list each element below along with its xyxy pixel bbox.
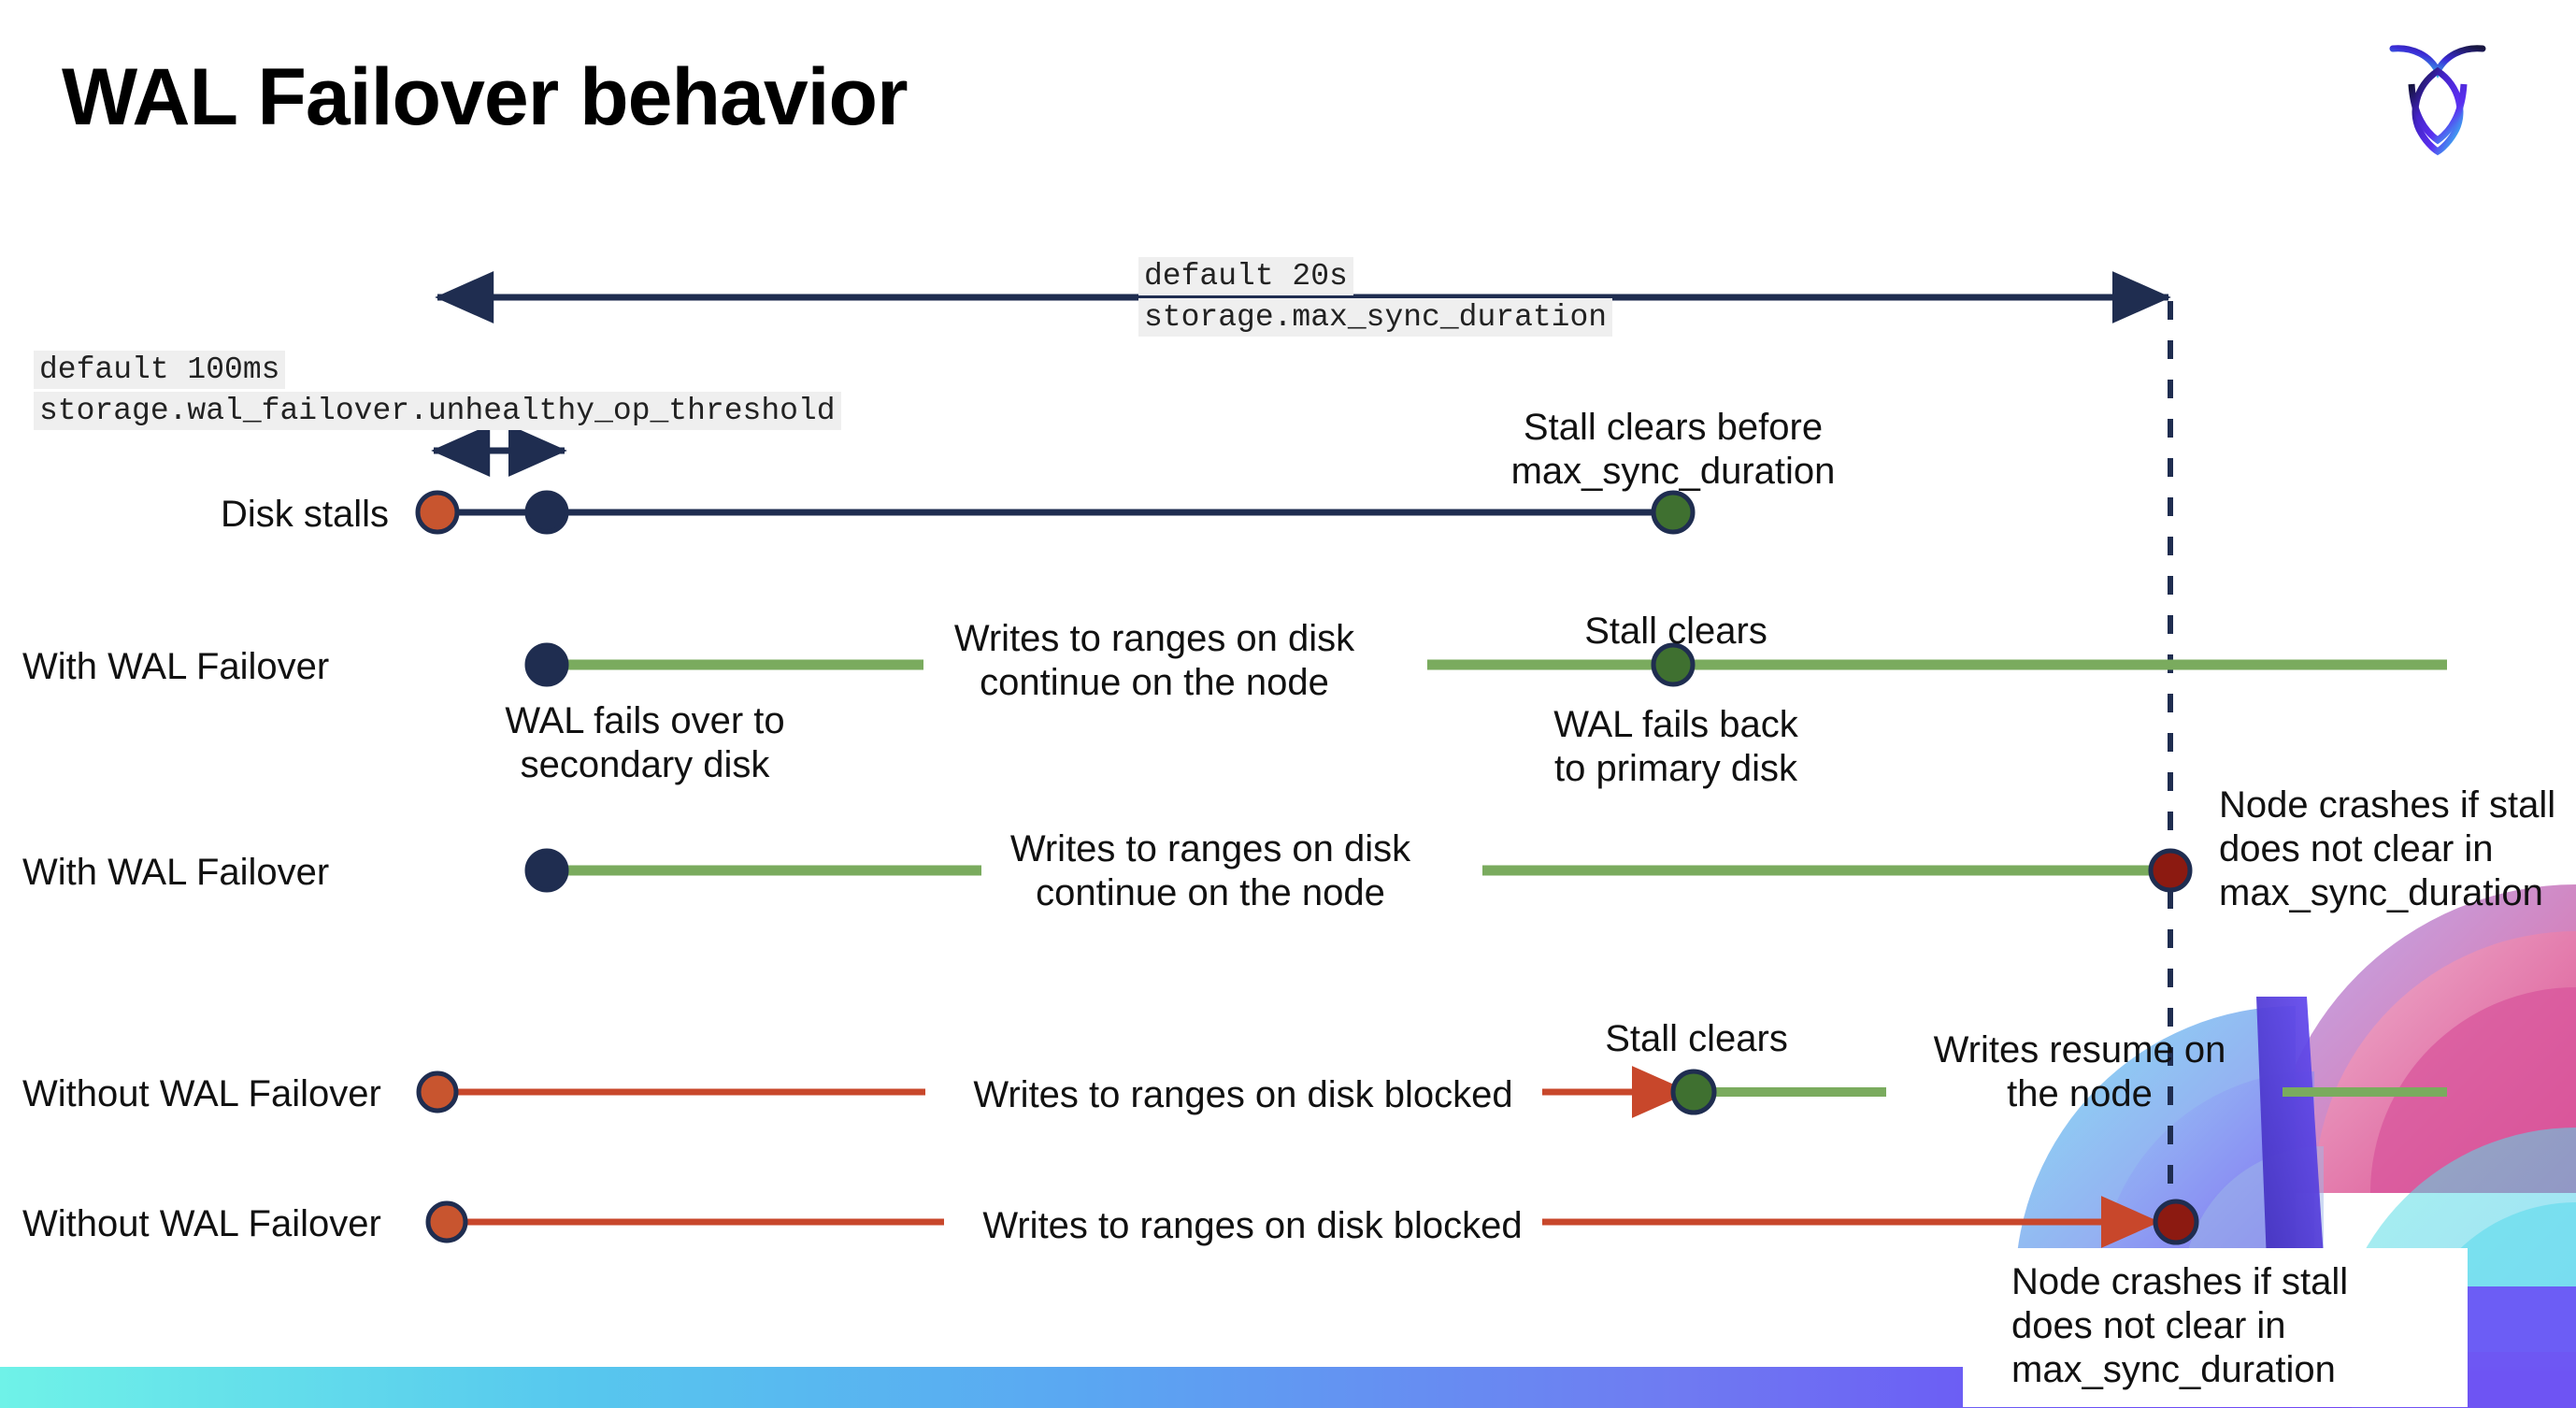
- note-wal-fails-over-line2: secondary disk: [520, 744, 770, 786]
- note-wal-fails-back: WAL fails back to primary disk: [1503, 703, 1849, 791]
- row-label-with-wal-failover-1: With WAL Failover: [22, 646, 330, 687]
- note-node-crashes-1-line1: Node crashes if stall: [2219, 784, 2556, 826]
- row-label-without-wal-failover-1: Without WAL Failover: [22, 1073, 381, 1114]
- note-writes-continue-1-line2: continue on the node: [980, 662, 1329, 704]
- note-writes-continue-1-line1: Writes to ranges on disk: [953, 618, 1355, 659]
- row-with-wal-failover-1-track: [524, 642, 2447, 687]
- note-writes-blocked-1: Writes to ranges on disk blocked: [973, 1074, 1513, 1115]
- note-stall-clears-before-line1: Stall clears before: [1523, 407, 1824, 448]
- note-wal-fails-over-line1: WAL fails over to: [505, 700, 785, 741]
- note-writes-resume-line2: the node: [2007, 1073, 2153, 1115]
- row-disk-stalls-track: [415, 490, 1696, 535]
- row-with-wal-failover-2-track: [524, 848, 2193, 893]
- max-sync-duration-annotation: default 20s storage.max_sync_duration: [1138, 254, 1613, 339]
- cockroach-labs-logo-icon: [2389, 45, 2486, 156]
- note-writes-continue-2-line2: continue on the node: [1036, 872, 1385, 914]
- note-node-crashes-1-line3: max_sync_duration: [2219, 872, 2543, 914]
- note-stall-clears-before-line2: max_sync_duration: [1510, 451, 1836, 493]
- note-stall-clears-1: Stall clears: [1584, 611, 1767, 652]
- max-sync-setting-label: storage.max_sync_duration: [1138, 298, 1613, 337]
- page-title: WAL Failover behavior: [62, 52, 909, 142]
- note-wal-fails-back-line2: to primary disk: [1553, 748, 1798, 790]
- max-sync-default-label: default 20s: [1138, 257, 1353, 295]
- unhealthy-op-setting-label: storage.wal_failover.unhealthy_op_thresh…: [34, 392, 841, 430]
- unhealthy-op-default-label: default 100ms: [34, 351, 286, 389]
- note-node-crashes-1: Node crashes if stall does not clear in …: [2219, 783, 2574, 916]
- caption-backdrop: [1963, 1248, 2468, 1407]
- note-wal-fails-over: WAL fails over to secondary disk: [430, 699, 860, 787]
- row-label-disk-stalls: Disk stalls: [221, 494, 390, 535]
- row-label-with-wal-failover-2: With WAL Failover: [22, 852, 330, 893]
- row-without-wal-failover-2-track: [425, 1196, 2199, 1248]
- note-node-crashes-2-line3: max_sync_duration: [2011, 1349, 2336, 1391]
- note-writes-blocked-2: Writes to ranges on disk blocked: [982, 1205, 1523, 1246]
- note-writes-continue-1: Writes to ranges on disk continue on the…: [935, 617, 1374, 705]
- note-stall-clears-before: Stall clears before max_sync_duration: [1486, 406, 1860, 494]
- note-node-crashes-2: Node crashes if stall does not clear in …: [2011, 1260, 2404, 1393]
- unhealthy-op-threshold-annotation: default 100ms storage.wal_failover.unhea…: [34, 348, 841, 433]
- note-node-crashes-2-line1: Node crashes if stall: [2011, 1261, 2349, 1302]
- note-writes-resume: Writes resume on the node: [1925, 1028, 2234, 1116]
- note-node-crashes-2-line2: does not clear in: [2011, 1305, 2286, 1347]
- note-wal-fails-back-line1: WAL fails back: [1553, 704, 1798, 745]
- note-node-crashes-1-line2: does not clear in: [2219, 828, 2494, 870]
- note-writes-continue-2: Writes to ranges on disk continue on the…: [991, 827, 1430, 915]
- note-stall-clears-2: Stall clears: [1605, 1018, 1788, 1059]
- note-writes-continue-2-line1: Writes to ranges on disk: [1009, 828, 1411, 869]
- note-writes-resume-line1: Writes resume on: [1933, 1029, 2226, 1070]
- row-without-wal-failover-1-track: [416, 1066, 2447, 1118]
- row-label-without-wal-failover-2: Without WAL Failover: [22, 1203, 381, 1244]
